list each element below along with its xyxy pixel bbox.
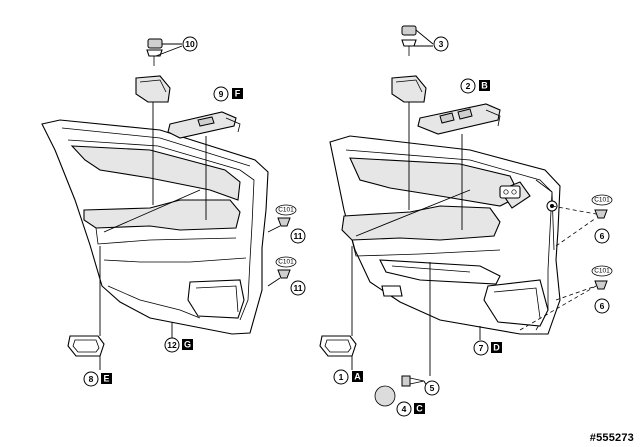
callout-number: 2 — [466, 81, 471, 91]
callout-number: 11 — [294, 283, 303, 293]
left-clip-upper: C101 — [275, 204, 297, 227]
right-switch-bezel-part — [391, 75, 427, 103]
right-door-trim-panel — [329, 135, 561, 335]
callout-number: 6 — [600, 231, 605, 241]
left-window-switch-part — [167, 111, 241, 139]
callout-number: 11 — [294, 231, 303, 241]
left-reflector-part — [67, 335, 105, 357]
callout-number: 7 — [479, 343, 484, 353]
callout-10: 10 — [182, 36, 198, 52]
callout-letter: C — [416, 404, 423, 414]
callout-6-upper: 6 — [594, 228, 610, 244]
callout-7-d: 7 D — [473, 340, 502, 356]
right-reflector-part — [319, 335, 357, 357]
callout-12-g: 12 G — [164, 337, 193, 353]
left-door-trim-panel — [41, 119, 269, 335]
callout-letter: E — [103, 374, 109, 384]
cap-part — [374, 385, 396, 407]
callout-number: 10 — [185, 39, 195, 49]
callout-1-a: 1 A — [333, 369, 363, 385]
left-screw-cap-part — [146, 38, 183, 66]
right-clip-upper: C101 — [591, 194, 613, 219]
callout-letter: G — [184, 340, 191, 350]
callout-letter: B — [481, 81, 488, 91]
clip-code-label: C101 — [594, 197, 610, 204]
callout-number: 6 — [600, 301, 605, 311]
left-clip-lower: C101 — [275, 256, 297, 279]
callout-4-c: 4 C — [396, 401, 425, 417]
right-screw-cap-part — [401, 25, 434, 56]
right-master-switch-part — [417, 103, 501, 135]
callout-11-upper: 11 — [290, 228, 306, 244]
callout-letter: A — [354, 372, 361, 382]
clip-code-label: C101 — [278, 207, 294, 214]
callout-number: 8 — [89, 374, 94, 384]
callout-number: 1 — [339, 372, 344, 382]
clip-code-label: C101 — [594, 268, 610, 275]
callout-3: 3 — [433, 36, 449, 52]
callout-6-lower: 6 — [594, 298, 610, 314]
callout-2-b: 2 B — [460, 78, 490, 94]
callout-number: 3 — [439, 39, 444, 49]
screw-part — [401, 375, 425, 387]
callout-letter: F — [235, 89, 241, 99]
callout-8-e: 8 E — [83, 371, 112, 387]
callout-5: 5 — [424, 380, 440, 396]
callout-number: 12 — [167, 340, 177, 350]
left-switch-bezel-part — [135, 75, 171, 103]
clip-code-label: C101 — [278, 259, 294, 266]
callout-number: 9 — [219, 89, 224, 99]
callout-11-lower: 11 — [290, 280, 306, 296]
callout-9-f: 9 F — [213, 86, 243, 102]
diagram-id-label: #555273 — [589, 432, 634, 444]
right-clip-lower: C101 — [591, 265, 613, 290]
right-mirror-switch — [499, 185, 521, 199]
callout-number: 5 — [430, 383, 435, 393]
callout-number: 4 — [402, 404, 407, 414]
callout-letter: D — [493, 343, 500, 353]
